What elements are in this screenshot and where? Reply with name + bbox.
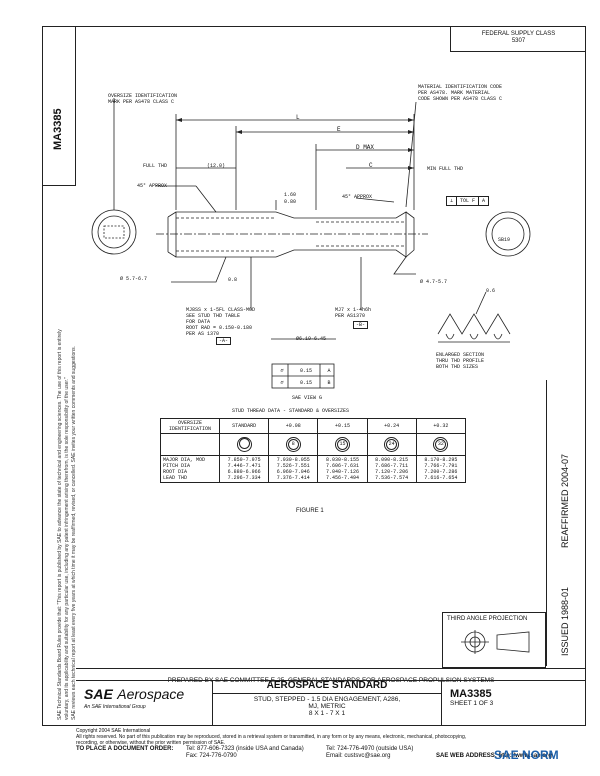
dim-d-max: D MAX [356, 144, 375, 151]
stud-drawing [91, 98, 531, 389]
dia-619: Ø6.19-6.45 [296, 336, 327, 342]
title-middle: AEROSPACE STANDARD STUD, STEPPED - 1.5 D… [212, 680, 442, 726]
dia-right: Ø 4.7-5.7 [420, 279, 448, 285]
fax: Fax: 724-776-0790 [186, 753, 237, 759]
watermark: SAE NORM [494, 748, 559, 762]
callout-oversize: OVERSIZE IDENTIFICATION MARK PER AS478 C… [108, 93, 178, 105]
issued: ISSUED 1988-01 [560, 586, 570, 656]
doc-id-box [42, 26, 76, 186]
reaffirmed: REAFFIRMED 2004-07 [560, 453, 570, 548]
figure-label: FIGURE 1 [296, 508, 324, 514]
stud-body [175, 211, 407, 258]
title-right: MA3385 SHEET 1 OF 3 [442, 680, 586, 726]
prepared-strip: PREPARED BY SAE COMMITTEE E-25, GENERAL … [76, 668, 586, 684]
approx-right: 45° APPROX [342, 194, 373, 200]
mark-008: 8 [285, 437, 301, 452]
projection-symbol [461, 630, 530, 654]
enlarged-section-label: ENLARGED SECTION THRU THD PROFILE BOTH T… [436, 352, 485, 370]
third-angle-label: THIRD ANGLE PROJECTION [447, 616, 528, 622]
col-header: OVERSIZE IDENTIFICATION [160, 418, 220, 434]
table-title: STUD THREAD DATA - STANDARD & OVERSIZES [232, 408, 350, 414]
dim-12: (12.0) [207, 163, 226, 169]
fsc-box: FEDERAL SUPPLY CLASS 5307 [450, 26, 586, 52]
desc-line-3: 8 X 1 - 7 X 1 [308, 710, 346, 717]
thread-profile [437, 313, 511, 335]
col-header: +0.32 [415, 418, 467, 434]
rights-2: recording, or otherwise, without the pri… [76, 740, 226, 746]
tel-2: Tel: 724-776-4970 (outside USA) [326, 746, 414, 752]
full-thd: FULL THD [143, 163, 168, 169]
footer: Copyright 2004 SAE International All rig… [76, 728, 596, 760]
callout-material: MATERIAL IDENTIFICATION CODE PER AS478. … [418, 84, 503, 102]
thread-callout-right: MJ7 x 1-4h6h PER AS1370 -B- [335, 307, 372, 329]
logo-box: SAE Aerospace An SAE International Group [84, 686, 208, 722]
col-header: STANDARD [218, 418, 270, 434]
dim-c: C [369, 162, 373, 169]
col-header: +0.08 [268, 418, 319, 434]
desc-line-2: MJ, METRIC [308, 703, 346, 710]
thread-data-table: OVERSIZE IDENTIFICATION STANDARD +0.08 +… [160, 418, 467, 483]
doc-id-rotated: MA3385 [52, 108, 64, 150]
mark-032: 32 [433, 437, 449, 452]
dim-e: E [337, 126, 341, 133]
mark-024: 24 [384, 437, 400, 452]
dim-080: 0.80 [284, 199, 297, 205]
col-header: +0.15 [317, 418, 368, 434]
third-angle-box: THIRD ANGLE PROJECTION [442, 612, 546, 668]
thread-callout: MJ8SS x 1-5FL CLASS-MOD SEE STUD THD TAB… [186, 307, 256, 345]
tel-1: Tel: 877-606-7323 (inside USA and Canada… [186, 746, 304, 752]
sae-view: SAE VIEW G [292, 395, 323, 401]
doc-number: MA3385 [450, 688, 492, 700]
email: Email: custsvc@sae.org [326, 753, 391, 759]
fsc-label: FEDERAL SUPPLY CLASS [481, 31, 556, 37]
material-code: SB19 [498, 237, 511, 243]
web[interactable]: SAE WEB ADDRESS: http://www.sae.org [436, 753, 552, 759]
dim-08: 0.8 [228, 277, 238, 283]
right-strip [546, 380, 586, 666]
mark-standard [236, 437, 252, 452]
table-marks-row: 8 15 24 32 [160, 433, 467, 456]
end-view-right [485, 211, 531, 257]
approx-left: 45° APPROX [137, 183, 168, 189]
fsc-number: 5307 [511, 38, 526, 44]
watermark-text: SAE NORM [494, 748, 559, 762]
rights: All rights reserved. No part of this pub… [76, 734, 467, 740]
sheet-number: SHEET 1 OF 3 [450, 700, 494, 707]
col-header: +0.24 [366, 418, 417, 434]
table-row: MAJOR DIA, MOD PITCH DIA ROOT DIA LEAD T… [160, 455, 467, 483]
tol-frame: ⌭ 0.15 A ⌭ 0.15 B [280, 368, 331, 386]
dim-l: L [296, 114, 300, 121]
end-view-left [91, 209, 137, 255]
to-place: TO PLACE A DOCUMENT ORDER: [76, 746, 174, 752]
mark-015: 15 [334, 437, 350, 452]
standard-title: AEROSPACE STANDARD [213, 680, 441, 694]
drawing-sheet [42, 26, 586, 726]
table-header-row: OVERSIZE IDENTIFICATION STANDARD +0.08 +… [160, 418, 467, 434]
dim-06: 0.6 [486, 288, 496, 294]
logo-tagline: An SAE International Group [84, 704, 146, 710]
copyright: Copyright 2004 SAE International [76, 728, 151, 734]
margin-text-1: SAE Technical Standards Board Rules prov… [57, 329, 63, 720]
title-block [76, 680, 586, 726]
logo-aerospace: Aerospace [117, 686, 185, 702]
dia-left: Ø 5.7-6.7 [120, 276, 148, 282]
desc-line-1: STUD, STEPPED - 1.5 DIA ENGAGEMENT, A286… [253, 696, 401, 703]
logo-sae: SAE [84, 686, 113, 702]
dim-160: 1.60 [284, 192, 297, 198]
min-full-thd: MIN FULL THD [427, 166, 464, 172]
margin-text-2: voluntary, and its applicability and sui… [64, 377, 70, 720]
